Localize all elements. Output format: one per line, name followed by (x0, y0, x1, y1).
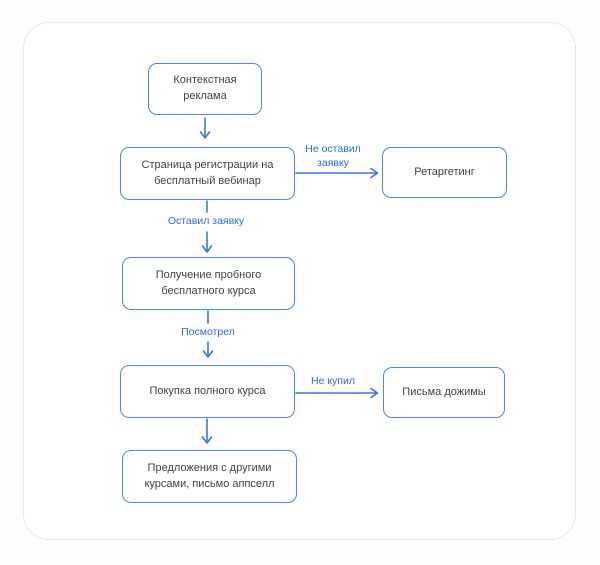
edge-label-no-request: Не оставил заявку (305, 143, 361, 169)
node-contextual-ads: Контекстная реклама (148, 63, 262, 115)
diagram-card (23, 22, 576, 540)
node-retargeting-label: Ретаргетинг (414, 165, 475, 178)
edge-label-left-request: Оставил заявку (167, 215, 245, 227)
node-trial-course: Получение пробного бесплатного курса (122, 257, 295, 310)
node-upsell-offer: Предложения с другими курсами, письмо ап… (122, 450, 297, 503)
node-purchase: Покупка полного курса (120, 365, 295, 418)
node-retargeting: Ретаргетинг (382, 147, 507, 198)
node-contextual-ads-label: Контекстная реклама (173, 74, 237, 102)
edge-label-not-bought: Не купил (311, 375, 355, 387)
node-followup-letters-label: Письма дожимы (402, 385, 486, 398)
node-purchase-label: Покупка полного курса (149, 384, 266, 397)
node-followup-letters: Письма дожимы (383, 367, 505, 418)
node-registration-page-label: Страница регистрации на бесплатный вебин… (141, 158, 274, 187)
node-upsell-offer-label: Предложения с другими курсами, письмо ап… (144, 461, 275, 490)
edge-label-watched: Посмотрел (181, 326, 235, 338)
node-registration-page: Страница регистрации на бесплатный вебин… (120, 147, 295, 200)
node-trial-course-label: Получение пробного бесплатного курса (155, 268, 262, 297)
